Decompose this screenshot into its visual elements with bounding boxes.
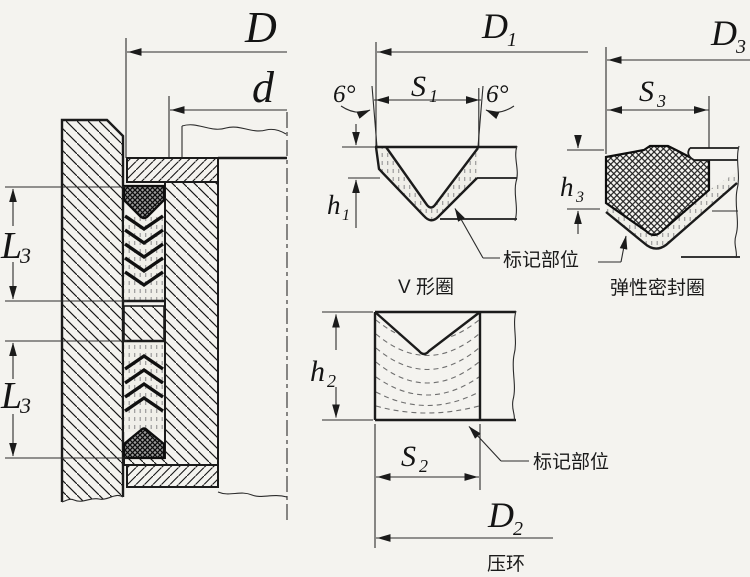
- dim-label-D2-sub: 2: [513, 518, 523, 540]
- dim-label-h3-sub: 3: [575, 189, 584, 206]
- l3-extension-lines: [5, 186, 127, 459]
- dim-label-h2-sub: 2: [327, 371, 336, 391]
- v-ring-section: [374, 145, 518, 222]
- assembly-section-view: L 3 L 3 D d: [0, 3, 288, 523]
- dim-label-L3: L: [0, 375, 22, 417]
- dim-label-D2: D: [487, 495, 514, 535]
- break-line: [734, 145, 740, 259]
- marking-area-callout: 标记部位: [468, 426, 609, 473]
- dim-label-S1: S: [411, 70, 426, 103]
- dim-label-h2: h: [310, 355, 325, 388]
- dim-label-D3: D: [710, 13, 737, 53]
- spacer-ring: [123, 305, 165, 342]
- pressure-ring-texture: [375, 319, 480, 414]
- dim-d: d: [168, 63, 287, 157]
- dim-D1: D 1: [377, 6, 588, 56]
- dim-D2: D 2: [376, 495, 553, 542]
- dim-label-D1-sub: 1: [507, 29, 517, 51]
- caption-pressure-ring: 压环: [487, 554, 525, 575]
- break-line: [514, 145, 518, 222]
- v-ring-detail: D 1 S 1 6° 6°: [327, 6, 628, 298]
- dim-label-S2-sub: 2: [419, 456, 428, 476]
- break-line-bottom: [217, 491, 288, 498]
- dim-label-h1: h: [327, 190, 341, 220]
- dim-h2: h 2: [310, 311, 373, 421]
- adjacent-ring-lip: [687, 147, 738, 161]
- housing-top-flange: [126, 157, 219, 183]
- dim-angle-right: 6°: [485, 81, 515, 119]
- dim-label-L3-sub: 3: [19, 243, 31, 268]
- dim-label-S2: S: [401, 440, 416, 473]
- shaft: [181, 112, 288, 523]
- elastic-ring-section: [604, 144, 740, 259]
- dim-S1: S 1: [374, 70, 481, 106]
- dim-label-D3-sub: 3: [735, 36, 746, 58]
- angle-label-right: 6°: [486, 81, 509, 108]
- pressure-ring-detail: h 2 S 2 D 2 标记部位 压环: [310, 310, 609, 575]
- housing-bottom-flange: [126, 464, 219, 488]
- dim-label-S3: S: [639, 75, 654, 108]
- elastic-seal-ring-section: [122, 184, 166, 220]
- break-line: [512, 310, 517, 422]
- marking-area-label: 标记部位: [503, 249, 579, 271]
- dim-h3: h 3: [560, 134, 604, 234]
- elastic-seal-ring-section: [122, 427, 166, 460]
- dim-label-D1: D: [481, 6, 508, 46]
- dim-label-D: D: [244, 3, 277, 52]
- dim-L3-upper: L 3: [0, 188, 31, 300]
- dim-angle-left: 6°: [333, 81, 371, 119]
- pressure-ring-section: [373, 310, 517, 422]
- elastic-seal-ring-detail: D 3 S 3 h: [560, 13, 750, 299]
- dim-L3-lower: L 3: [0, 342, 31, 457]
- marking-area-label: 标记部位: [533, 451, 609, 473]
- caption-elastic-seal-ring: 弹性密封圈: [610, 277, 705, 299]
- dim-D3: D 3: [607, 13, 750, 64]
- dim-label-S1-sub: 1: [429, 86, 438, 106]
- dim-label-L3-sub: 3: [19, 393, 31, 418]
- caption-v-ring: V 形圈: [398, 276, 454, 298]
- dim-h1: h 1: [327, 124, 380, 228]
- dim-label-S3-sub: 3: [656, 91, 666, 111]
- dim-D: D: [125, 3, 287, 158]
- dim-label-h3: h: [560, 172, 574, 202]
- marking-area-callout: 标记部位: [454, 208, 628, 271]
- lower-seal-stack: [122, 339, 166, 460]
- dim-label-d: d: [252, 63, 275, 112]
- upper-seal-stack: [122, 184, 166, 303]
- angle-label-left: 6°: [333, 81, 356, 108]
- break-line-top: [181, 124, 287, 135]
- dim-S3: S 3: [607, 75, 710, 155]
- dim-label-L3: L: [0, 225, 22, 267]
- dim-label-h1-sub: 1: [342, 207, 350, 224]
- dim-S2: S 2: [374, 424, 481, 548]
- gland-block: [60, 118, 125, 503]
